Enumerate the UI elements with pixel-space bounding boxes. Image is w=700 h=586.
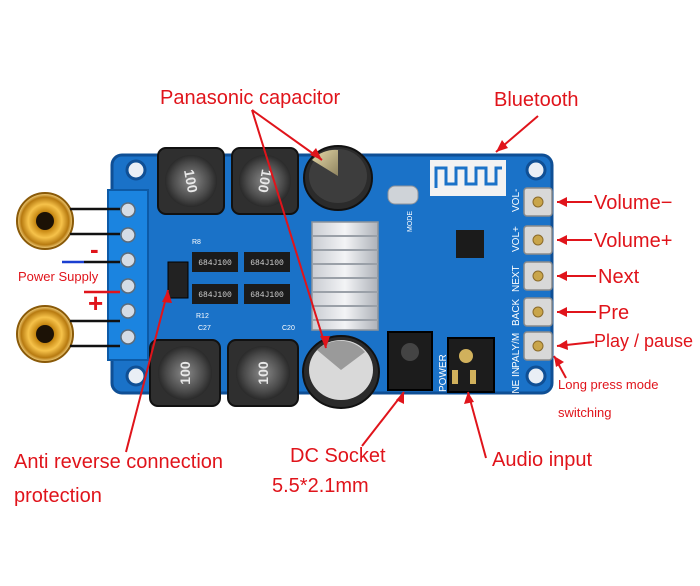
inductor-top-right — [231, 147, 299, 215]
silk-vol-minus: VOL- — [511, 189, 522, 212]
resistor-marking: 684J100 — [250, 259, 284, 268]
resistor-marking: 684J100 — [198, 259, 232, 268]
speaker-bottom-icon — [16, 305, 74, 363]
bluetooth-module — [430, 160, 506, 196]
silk-r12: R12 — [196, 313, 209, 320]
crystal — [387, 185, 419, 205]
ic-chip — [456, 230, 484, 258]
terminal-block — [107, 189, 149, 361]
label-panasonic-capacitor: Panasonic capacitor — [160, 87, 341, 109]
label-protection: protection — [14, 485, 102, 507]
panasonic-capacitor-bottom — [302, 335, 380, 409]
label-long-press-mode: Long press mode — [558, 377, 659, 392]
resistor-marking: 684J100 — [198, 291, 232, 300]
silk-power: POWER — [438, 354, 449, 392]
resistor-marking: 684J100 — [250, 291, 284, 300]
audio-jack — [447, 337, 495, 393]
pcb-buttons — [523, 187, 553, 361]
silk-vol-plus: VOL+ — [511, 226, 522, 252]
label-play-pause: Play / pause — [594, 331, 694, 351]
label-dc-socket-size: 5.5*2.1mm — [272, 475, 369, 497]
silk-next: NEXT — [511, 265, 522, 292]
label-anti-reverse: Anti reverse connection — [14, 451, 224, 473]
label-next: Next — [598, 266, 640, 288]
arrow-heads — [162, 140, 568, 404]
silk-r8: R8 — [192, 239, 201, 246]
inductor-label: 100 — [177, 361, 193, 385]
heatsink — [311, 221, 379, 331]
speaker-top-icon — [16, 192, 74, 250]
inductor-bottom-right — [227, 339, 299, 407]
resistor-packs — [192, 252, 290, 304]
silk-mode: MODE — [407, 211, 414, 232]
silk-c20: C20 — [282, 325, 295, 332]
inductor-bottom-left — [149, 339, 221, 407]
inductor-label: 100 — [255, 168, 275, 194]
silk-back: BACK — [511, 298, 522, 326]
label-plus-sign: + — [88, 288, 104, 318]
silk-line-in: LINE IN — [511, 367, 522, 402]
label-minus-sign: - — [90, 234, 99, 264]
label-pre: Pre — [598, 302, 630, 324]
label-volume-minus: Volume− — [594, 192, 673, 214]
label-power-supply: Power Supply — [18, 269, 99, 284]
silk-play-mode: PALY/M — [511, 333, 522, 368]
protection-diode — [167, 261, 189, 299]
label-volume-plus: Volume+ — [594, 230, 673, 252]
dc-socket — [387, 331, 433, 391]
label-audio-input: Audio input — [492, 449, 593, 471]
label-bluetooth: Bluetooth — [494, 89, 579, 111]
speaker-wires — [70, 207, 120, 348]
inductor-top-left — [157, 147, 225, 215]
panasonic-capacitor-top — [303, 145, 373, 211]
label-mode-switching: switching — [558, 405, 612, 420]
label-dc-socket: DC Socket — [290, 445, 386, 467]
inductor-label: 100 — [255, 361, 271, 385]
inductor-label: 100 — [181, 168, 201, 194]
silk-c27: C27 — [198, 325, 211, 332]
